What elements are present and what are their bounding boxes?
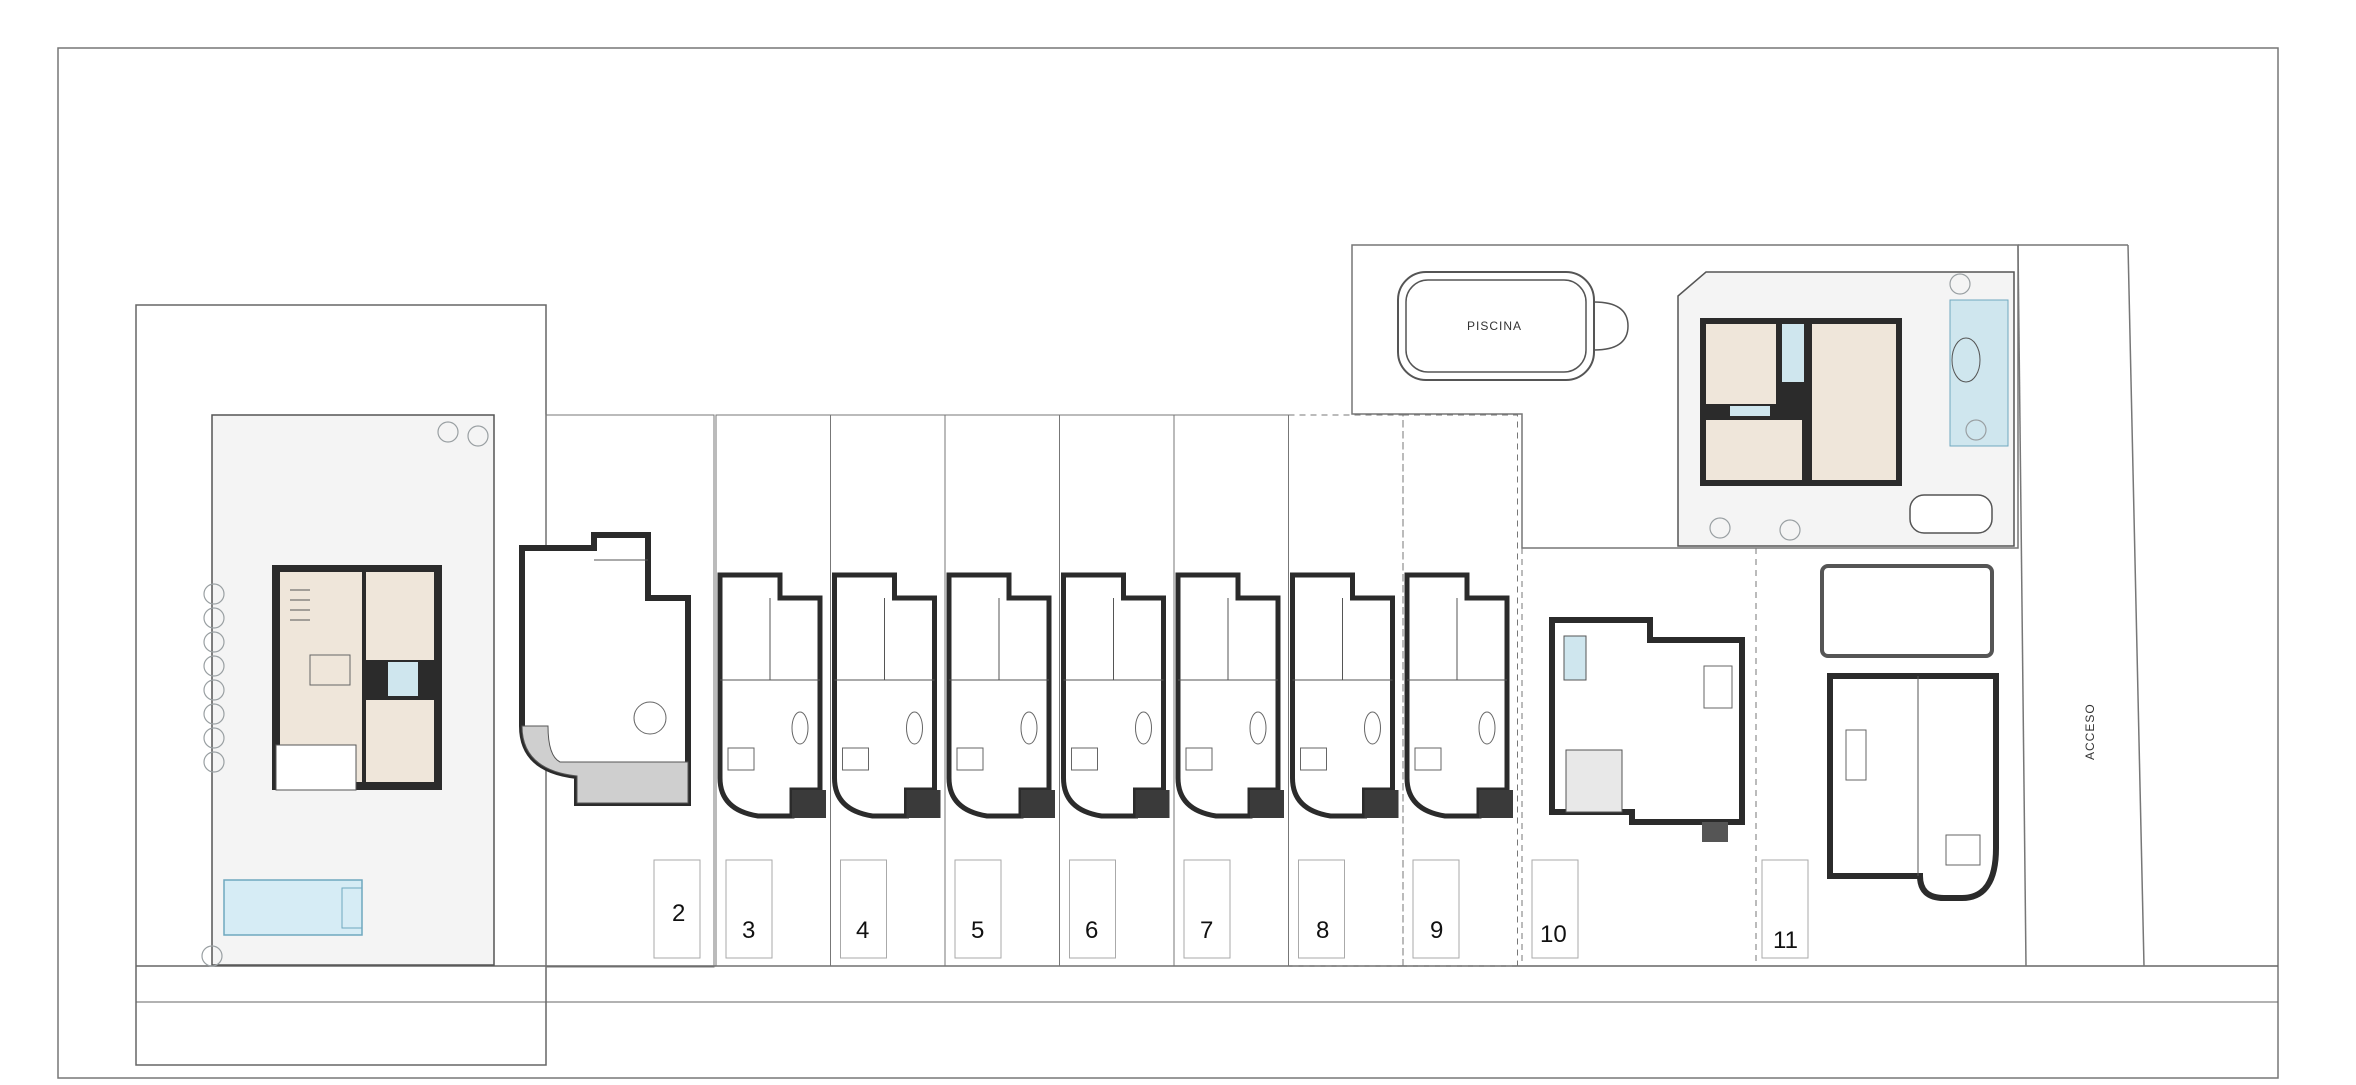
row-house-parking-4 — [840, 859, 887, 959]
tree-2 — [203, 631, 225, 653]
row-lot-8 — [1288, 414, 1404, 967]
row-house-table-6 — [1135, 711, 1152, 745]
tree-5 — [203, 703, 225, 725]
row-house-5 — [944, 414, 1060, 967]
row-house-table-7 — [1249, 711, 1267, 745]
row-house-steps-3 — [792, 790, 826, 818]
plot-label-10: 10 — [1540, 921, 1567, 948]
pool-label: PISCINA — [1467, 319, 1522, 333]
plot-11-house — [1827, 673, 1999, 901]
row-house-8 — [1288, 414, 1404, 967]
row-house-walls-7 — [1175, 572, 1281, 819]
row-house-sofa-3 — [727, 747, 755, 771]
row-house-sofa-7 — [1185, 747, 1213, 771]
row-house-3 — [715, 414, 831, 967]
access-strip: ACCESO — [2017, 244, 2145, 967]
row-house-table-4 — [906, 711, 923, 745]
right-top-house-lot — [1677, 271, 2015, 547]
plot-label-8: 8 — [1316, 917, 1329, 944]
tree-0 — [203, 583, 225, 605]
plot-label-9: 9 — [1430, 917, 1443, 944]
plot-labels: 2 3 4 5 6 7 8 9 10 11 — [672, 900, 1798, 954]
row-house-table-8 — [1364, 711, 1381, 745]
row-house-parking-5 — [954, 859, 1002, 959]
tree-10 — [201, 945, 223, 967]
plot-label-11: 11 — [1773, 927, 1798, 954]
row-house-parking-3 — [725, 859, 773, 959]
tree-3 — [203, 655, 225, 677]
row-houses — [715, 414, 1518, 967]
row-house-steps-5 — [1021, 790, 1055, 818]
pool — [1397, 271, 1595, 381]
plot-label-7: 7 — [1200, 917, 1213, 944]
row-house-sofa-6 — [1071, 747, 1098, 771]
greenery — [201, 273, 1987, 967]
plot-label-3: 3 — [742, 917, 755, 944]
row-house-steps-7 — [1250, 790, 1284, 818]
row-house-steps-4 — [906, 790, 941, 818]
row-house-walls-3 — [717, 572, 823, 819]
row-house-sofa-8 — [1300, 747, 1327, 771]
row-house-steps-8 — [1364, 790, 1399, 818]
plot-11-pool — [1820, 564, 1994, 658]
tree-6 — [203, 727, 225, 749]
tree-7 — [203, 751, 225, 773]
plot-2-house — [519, 532, 691, 806]
row-house-walls-5 — [946, 572, 1052, 819]
plot-10-house — [1549, 617, 1745, 842]
plot-label-4: 4 — [856, 917, 869, 944]
row-house-7 — [1173, 414, 1289, 967]
row-house-parking-6 — [1069, 859, 1116, 959]
tree-9 — [467, 425, 489, 447]
row-house-table-9 — [1478, 711, 1496, 745]
row-house-table-3 — [791, 711, 809, 745]
plot-label-6: 6 — [1085, 917, 1098, 944]
row-house-sofa-5 — [956, 747, 984, 771]
row-house-6 — [1059, 414, 1175, 967]
row-house-walls-8 — [1290, 572, 1395, 819]
row-lot-7 — [1173, 414, 1289, 967]
plot-11-lot — [1755, 548, 1809, 966]
row-house-parking-7 — [1183, 859, 1231, 959]
tree-8 — [437, 421, 459, 443]
tree-13 — [1949, 273, 1971, 295]
plot-label-2: 2 — [672, 900, 685, 927]
row-house-steps-9 — [1479, 790, 1513, 818]
pool-area: PISCINA — [1351, 244, 2019, 549]
tree-4 — [203, 679, 225, 701]
row-house-sofa-4 — [842, 747, 869, 771]
row-house-walls-9 — [1404, 572, 1510, 819]
access-label: ACCESO — [2083, 703, 2097, 760]
row-house-table-5 — [1020, 711, 1038, 745]
row-house-sofa-9 — [1414, 747, 1442, 771]
plot-label-5: 5 — [971, 917, 984, 944]
row-house-parking-9 — [1412, 859, 1460, 959]
plot-1-house — [272, 565, 442, 791]
tree-12 — [1779, 519, 1801, 541]
drawing-frame — [57, 47, 2279, 1079]
tree-11 — [1709, 517, 1731, 539]
row-house-steps-6 — [1135, 790, 1170, 818]
row-house-4 — [830, 414, 946, 967]
tree-1 — [203, 607, 225, 629]
tree-14 — [1965, 419, 1987, 441]
row-house-9 — [1402, 414, 1518, 967]
row-house-walls-6 — [1061, 572, 1166, 819]
row-house-parking-8 — [1298, 859, 1345, 959]
row-house-walls-4 — [832, 572, 937, 819]
row-lot-9 — [1402, 414, 1518, 967]
plot-1-pool — [223, 879, 363, 936]
